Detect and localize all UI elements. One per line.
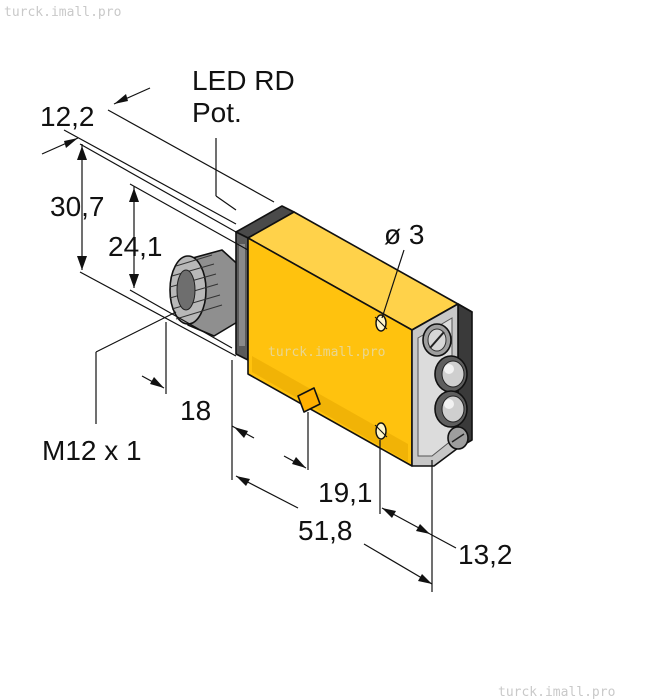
watermark-bottom-right: turck.imall.pro: [498, 685, 615, 700]
sensor-housing: [169, 205, 473, 467]
m12-connector: [169, 249, 245, 337]
potentiometer-screw: [422, 323, 452, 357]
watermark-center: turck.imall.pro: [268, 345, 385, 360]
led-label: LED RD: [192, 65, 295, 96]
hole-diameter-label: ø 3: [384, 219, 424, 250]
watermark-top-left: turck.imall.pro: [4, 5, 121, 20]
connector-label: M12 x 1: [42, 435, 142, 466]
dimension-18: 18: [180, 395, 211, 426]
dimension-51-8: 51,8: [298, 515, 353, 546]
emitter-lens: [434, 355, 468, 393]
dimension-13-2: 13,2: [458, 539, 513, 570]
pot-label: Pot.: [192, 97, 242, 128]
dimension-19-1: 19,1: [318, 477, 373, 508]
mounting-hole-bottom: [374, 422, 388, 440]
dimension-30-7: 30,7: [50, 191, 105, 222]
receiver-lens: [434, 390, 468, 428]
dimension-24-1: 24,1: [108, 231, 163, 262]
dimension-lines: [41, 87, 457, 592]
mounting-hole-top: [374, 314, 388, 332]
dimension-12-2: 12,2: [40, 101, 95, 132]
lower-screw: [447, 426, 469, 450]
